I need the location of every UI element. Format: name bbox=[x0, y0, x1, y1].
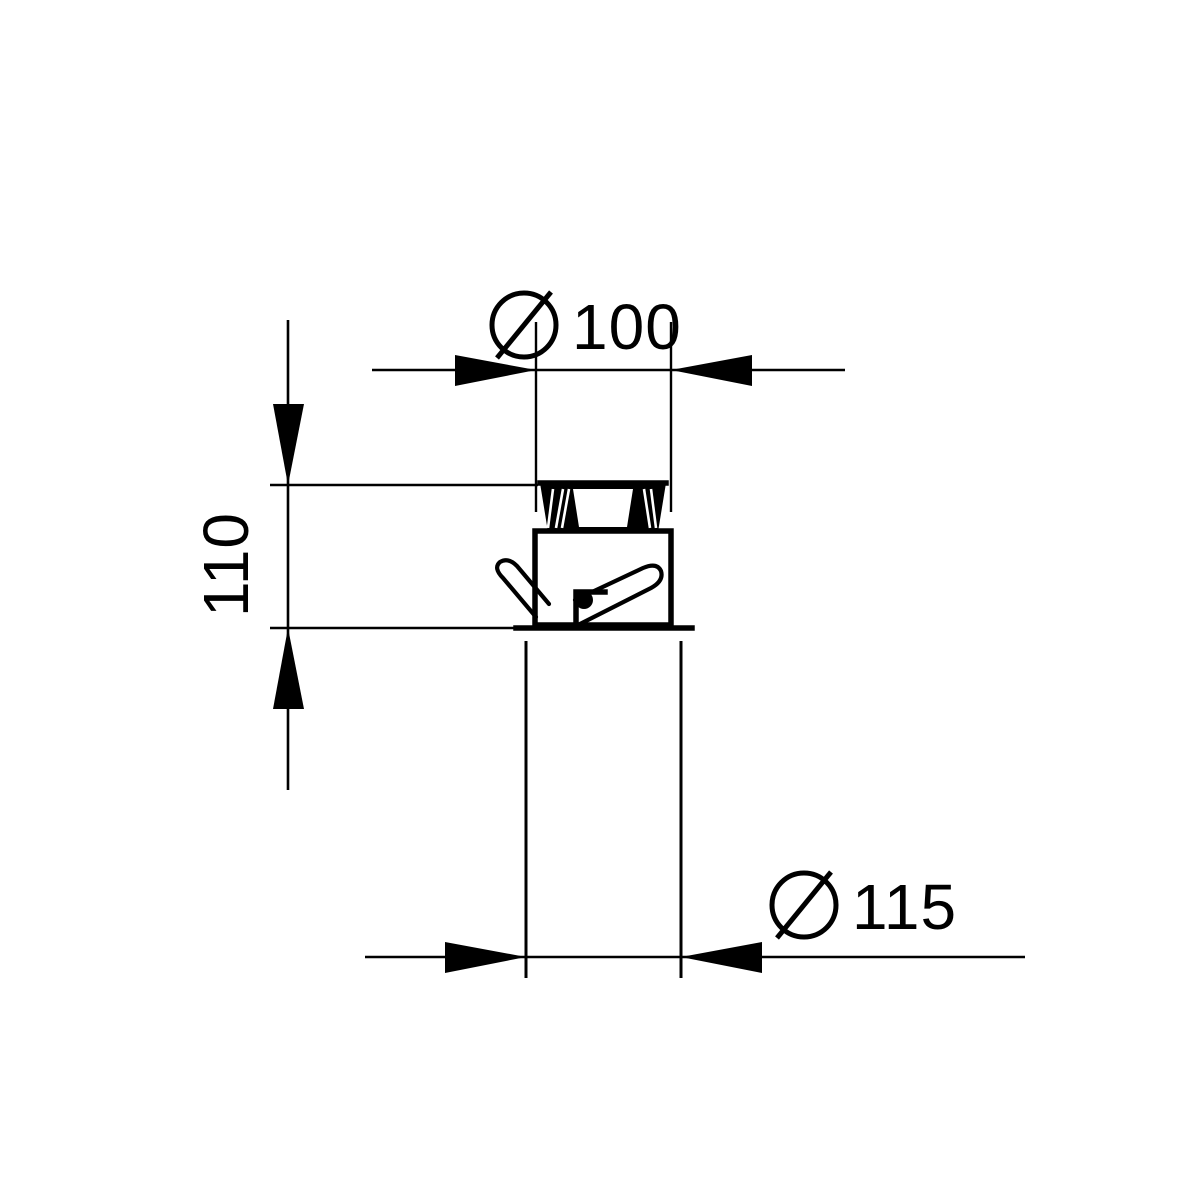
reflector-stripe-1 bbox=[546, 488, 555, 529]
spring-clip-left bbox=[495, 558, 552, 620]
arrowhead-bottom-110 bbox=[273, 628, 304, 709]
spring-clip-right-arm bbox=[572, 563, 664, 627]
arrowhead-right-d115 bbox=[681, 942, 762, 973]
body-outline bbox=[532, 528, 674, 628]
luminaire-body bbox=[532, 528, 674, 628]
spring-clip-left-arm bbox=[495, 558, 552, 620]
arrowhead-left-d100 bbox=[455, 355, 536, 386]
reflector-stripe-3 bbox=[560, 488, 571, 529]
arrowhead-top-110 bbox=[273, 404, 304, 485]
dimension-label-d115: 115 bbox=[852, 871, 957, 943]
dimension-diameter-115: 115 bbox=[365, 870, 1025, 973]
spring-clip-bracket bbox=[573, 589, 608, 628]
reflector-inner-opening bbox=[573, 489, 633, 527]
spring-clip-right bbox=[572, 563, 664, 628]
luminaire-head bbox=[495, 480, 695, 631]
reflector-stripe-2 bbox=[554, 488, 565, 529]
diameter-symbol-icon-bottom bbox=[769, 870, 839, 940]
spring-clip-pivot bbox=[575, 591, 593, 609]
dimension-diameter-100: 100 bbox=[372, 290, 845, 512]
reflector-cone bbox=[537, 480, 669, 532]
reflector-stripe-4 bbox=[642, 488, 652, 529]
arrowhead-right-d100 bbox=[671, 355, 752, 386]
dimension-label-110: 110 bbox=[190, 512, 262, 617]
dimension-label-d100: 100 bbox=[572, 291, 682, 363]
reflector-stripe-5 bbox=[649, 488, 658, 529]
housing-tube bbox=[524, 641, 683, 978]
arrowhead-left-d115 bbox=[445, 942, 526, 973]
dimension-height-110: 110 bbox=[190, 320, 538, 790]
diameter-symbol-icon-top bbox=[489, 290, 559, 360]
